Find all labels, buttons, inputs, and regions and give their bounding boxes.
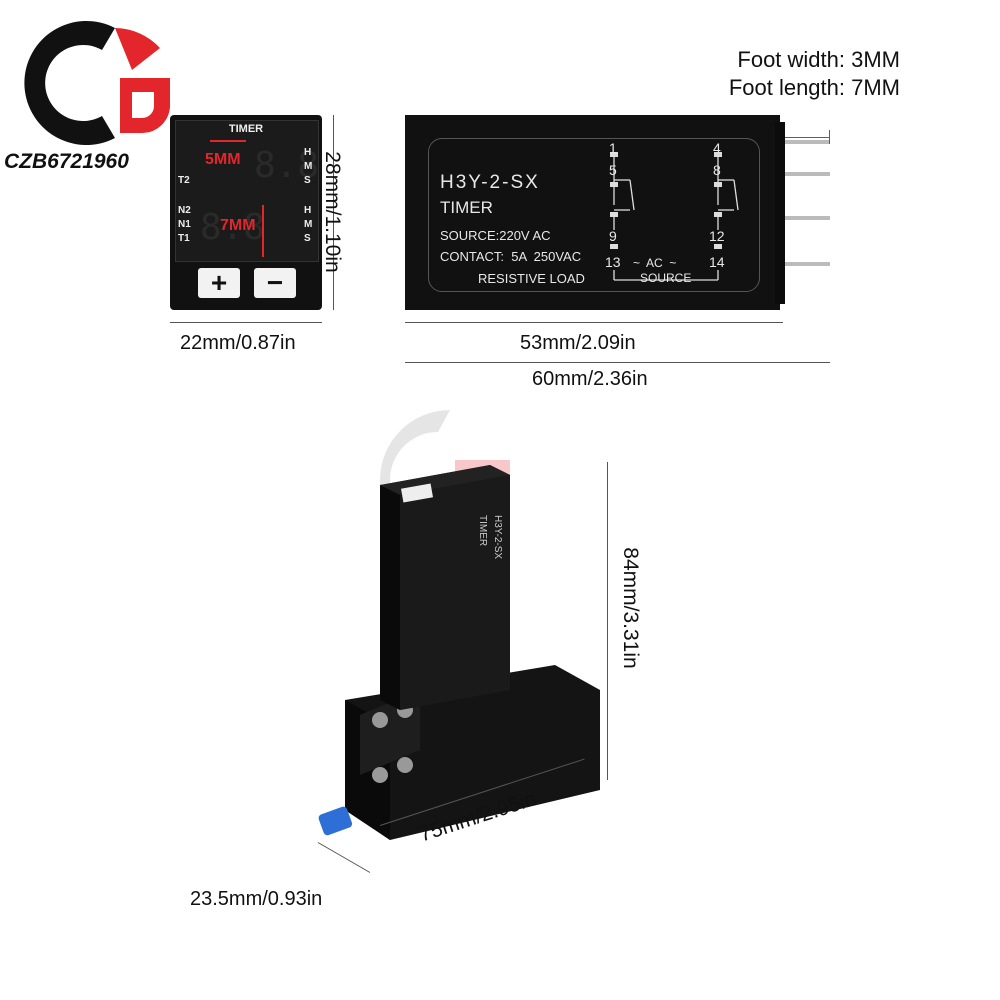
units-bottom-h: H [304, 205, 312, 216]
front-height-line [333, 115, 334, 310]
units-top-h: H [304, 147, 312, 158]
foot-callout-line [785, 137, 830, 138]
watermark-text: CZB6721960 [4, 150, 129, 173]
terminal-5: 5 [609, 162, 617, 178]
foot-length-note: Foot length: 7MM [728, 75, 900, 100]
pin-1 [785, 140, 830, 144]
ac-label: ~ AC ~ [633, 256, 677, 270]
units-bottom-m: M [304, 219, 313, 230]
front-width-label: 22mm/0.87in [180, 332, 296, 354]
total-height-label: 84mm/3.31in [619, 547, 642, 669]
terminal-12: 12 [709, 228, 725, 244]
front-width-line [170, 322, 322, 323]
label-n2: N2 [178, 205, 191, 216]
callout-bottom-line [262, 205, 264, 257]
front-panel: TIMER 5MM 8.8 T2 H M S N2 N1 T1 8.8 7MM … [170, 115, 322, 310]
terminal-4: 4 [713, 140, 721, 156]
svg-text:H3Y-2-SX: H3Y-2-SX [492, 515, 503, 559]
label-n1: N1 [178, 219, 191, 230]
pin-4 [785, 262, 830, 266]
timer-title: TIMER [228, 123, 264, 135]
pin-3 [785, 216, 830, 220]
source-label-bottom: SOURCE [640, 271, 692, 285]
side-flange [775, 122, 785, 304]
front-height-label: 28mm/1.10in [321, 151, 344, 273]
total-length-line [405, 362, 830, 363]
product-3d-view: H3Y-2-SX TIMER [318, 410, 600, 840]
plus-button[interactable]: + [198, 268, 240, 298]
label-t2: T2 [178, 175, 190, 186]
terminal-9: 9 [609, 228, 617, 244]
total-length-label: 60mm/2.36in [532, 368, 648, 390]
foot-callout-end [829, 130, 830, 144]
body-length-label: 53mm/2.09in [520, 332, 636, 354]
source-label: SOURCE:220V AC [440, 228, 551, 243]
svg-text:TIMER: TIMER [477, 515, 488, 546]
terminal-14: 14 [709, 254, 725, 270]
callout-top: 5MM [205, 151, 241, 168]
units-top-m: M [304, 161, 313, 172]
model-label: H3Y-2-SX [440, 172, 540, 193]
total-height-line [607, 462, 608, 780]
terminal-8: 8 [713, 162, 721, 178]
base-width-label: 23.5mm/0.93in [190, 888, 323, 910]
units-bottom-s: S [304, 233, 311, 244]
load-label: RESISTIVE LOAD [478, 271, 585, 286]
side-label-frame [428, 138, 760, 292]
czb-logo-icon [24, 20, 171, 145]
units-top-s: S [304, 175, 311, 186]
foot-width-note: Foot width: 3MM [737, 47, 900, 72]
display-window [175, 120, 319, 262]
callout-bottom: 7MM [220, 217, 256, 234]
type-label: TIMER [440, 198, 493, 217]
digits-top: 8.8 [254, 145, 320, 186]
terminal-1: 1 [609, 140, 617, 156]
wiring-diagram [610, 152, 739, 281]
terminal-13: 13 [605, 254, 621, 270]
minus-button[interactable]: − [254, 268, 296, 298]
body-length-line [405, 322, 783, 323]
digits-bottom: 8.8 [200, 207, 266, 248]
brand-logo [20, 8, 200, 158]
label-t1: T1 [178, 233, 190, 244]
pin-2 [785, 172, 830, 176]
callout-top-line [210, 140, 246, 142]
contact-label: CONTACT: 5A 250VAC [440, 249, 582, 264]
